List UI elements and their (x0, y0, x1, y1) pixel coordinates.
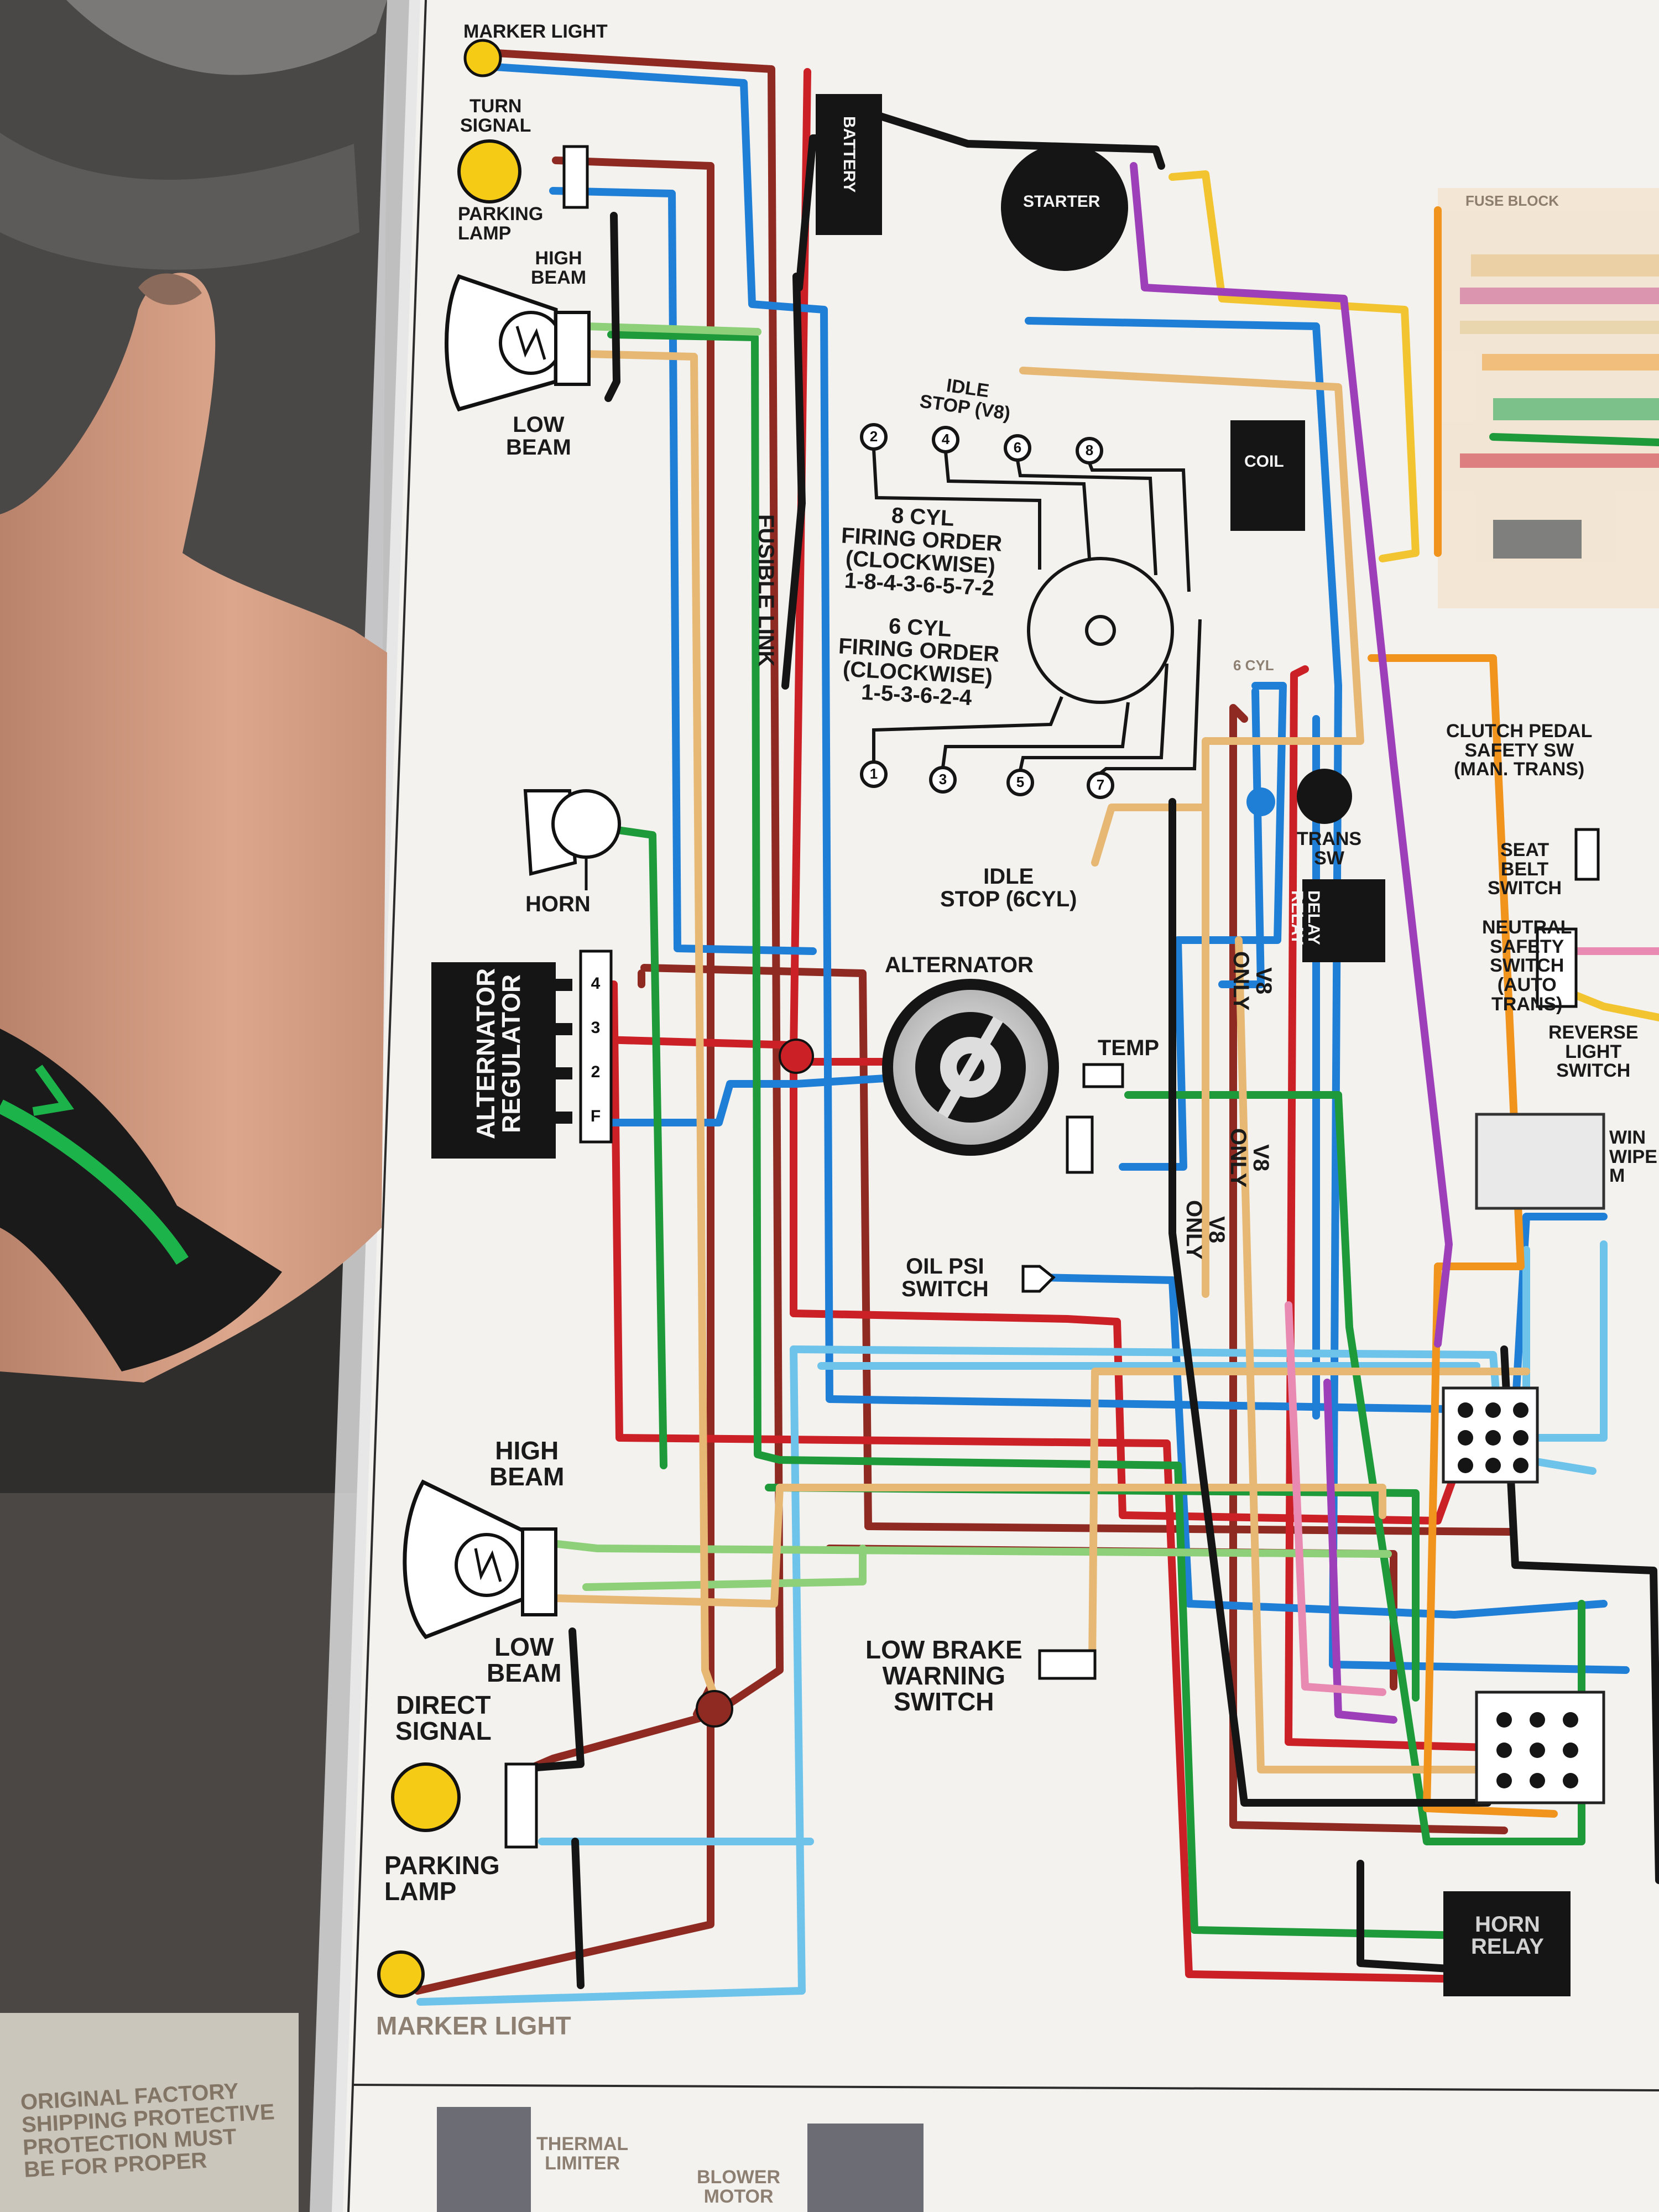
dist-terminal-1: 1 (869, 765, 878, 782)
temp-label: TEMP (1098, 1036, 1160, 1060)
horn-relay-label: HORN RELAY (1471, 1912, 1544, 1959)
seat-belt-switch-label: SEAT BELT SWITCH (1488, 839, 1562, 899)
battery-icon (816, 94, 882, 235)
coil-label: COIL (1244, 452, 1284, 471)
thermal-limiter-icon (437, 2107, 531, 2212)
low-beam-top-label: LOW BEAM (506, 413, 571, 460)
v8-only-label-1: V8 ONLY (1229, 951, 1276, 1011)
reg-terminal-2: 2 (591, 1063, 601, 1081)
low-brake-warning-switch-label: LOW BRAKE WARNING SWITCH (865, 1635, 1022, 1716)
parking-lamp-bottom-label: PARKING LAMP (384, 1851, 500, 1906)
delay-relay-icon (1302, 879, 1385, 962)
trans-sw-label: TRANS SW (1297, 828, 1362, 869)
shipping-sticker-text: ORIGINAL FACTORY SHIPPING PROTECTIVE PRO… (19, 2079, 275, 2183)
dist-terminal-5: 5 (1016, 774, 1025, 790)
firing-order-8cyl-label: 8 CYL FIRING ORDER (CLOCKWISE) 1-8-4-3-6… (841, 503, 1003, 601)
marker-light-top-label: MARKER LIGHT (463, 21, 608, 42)
horn-relay-icon (1443, 1891, 1571, 1996)
v8-only-label-3: V8 ONLY (1182, 1200, 1229, 1260)
alternator-regulator-box (431, 962, 556, 1159)
fusible-link-label: FUSIBLE LINK (754, 514, 778, 667)
turn-signal-label: TURN SIGNAL (460, 96, 531, 136)
parking-lamp-top-label: PARKING LAMP (458, 204, 544, 244)
high-beam-bottom-label: HIGH BEAM (489, 1436, 565, 1491)
wiper-label: WIN WIPE M (1609, 1127, 1657, 1187)
blower-motor-label: BLOWER MOTOR (697, 2167, 781, 2207)
v8-only-label-2: V8 ONLY (1226, 1128, 1273, 1188)
turn-signal-lamp-icon (457, 139, 521, 204)
headlamp-top-icon (445, 274, 591, 412)
delay-relay-label: DELAY RELAY (1288, 890, 1323, 945)
dist-terminal-8: 8 (1085, 442, 1094, 458)
low-brake-switch-icon (1038, 1649, 1097, 1680)
reg-terminal-f: F (590, 1107, 601, 1125)
oil-psi-switch-label: OIL PSI SWITCH (901, 1254, 989, 1301)
splice-dot-darkred (696, 1690, 733, 1728)
marker-light-bottom-label: MARKER LIGHT (376, 2011, 571, 2040)
thermal-limiter-label: THERMAL LIMITER (536, 2133, 629, 2174)
clutch-pedal-label: CLUTCH PEDAL SAFETY SW (MAN. TRANS) (1446, 721, 1593, 780)
fuse-block (1438, 188, 1659, 608)
connector-block-lower (1475, 1691, 1605, 1804)
dist-terminal-2: 2 (869, 428, 878, 445)
parking-lamp-bottom-icon (391, 1762, 461, 1832)
horn-label: HORN (525, 892, 591, 916)
wiper-switch-icon (1475, 1113, 1605, 1210)
reg-terminal-3: 3 (591, 1019, 601, 1037)
direct-signal-label: DIRECT SIGNAL (395, 1691, 492, 1745)
dist-terminal-4: 4 (941, 431, 950, 447)
alternator-regulator-label: ALTERNATOR REGULATOR (471, 968, 525, 1139)
low-beam-bottom-label: LOW BEAM (487, 1632, 562, 1687)
dist-terminal-7: 7 (1096, 776, 1105, 793)
battery-label: BATTERY (840, 116, 858, 193)
temp-sensor-icon (1082, 1063, 1124, 1088)
dist-terminal-3: 3 (938, 771, 947, 787)
starter-label: STARTER (1023, 192, 1100, 211)
headlamp-bottom-icon (403, 1479, 557, 1640)
connector-block-upper (1442, 1386, 1539, 1484)
reverse-light-switch-label: REVERSE LIGHT SWITCH (1548, 1022, 1639, 1082)
shipping-sticker (0, 2013, 299, 2212)
high-beam-top-label: HIGH BEAM (531, 248, 587, 288)
splice-dot-red (779, 1039, 814, 1074)
fuse-block-label: FUSE BLOCK (1465, 192, 1559, 209)
alternator-icon (882, 979, 1059, 1156)
firing-order-6cyl-label: 6 CYL FIRING ORDER (CLOCKWISE) 1-5-3-6-2… (838, 614, 1000, 711)
six-cyl-label: 6 CYL (1233, 657, 1274, 674)
starter-icon (1001, 144, 1128, 271)
trans-sw-icon (1297, 769, 1352, 824)
splice-dot-blue (1246, 787, 1275, 816)
oil-psi-switch-icon (1021, 1265, 1056, 1293)
dist-terminal-6: 6 (1013, 439, 1022, 456)
neutral-safety-switch-label: NEUTRAL SAFETY SWITCH (AUTO TRANS) (1482, 917, 1572, 1015)
distributor-cap-icon (860, 423, 1202, 799)
alternator-label: ALTERNATOR (885, 953, 1034, 977)
reg-terminal-4: 4 (591, 974, 601, 993)
marker-light-top-icon (463, 39, 502, 77)
idle-stop-6cyl-label: IDLE STOP (6CYL) (940, 864, 1077, 911)
hand (0, 273, 387, 1383)
coil-icon (1230, 420, 1305, 531)
blower-motor-icon (807, 2124, 924, 2212)
horn-icon (523, 789, 621, 890)
marker-light-bottom-icon (377, 1950, 425, 1998)
